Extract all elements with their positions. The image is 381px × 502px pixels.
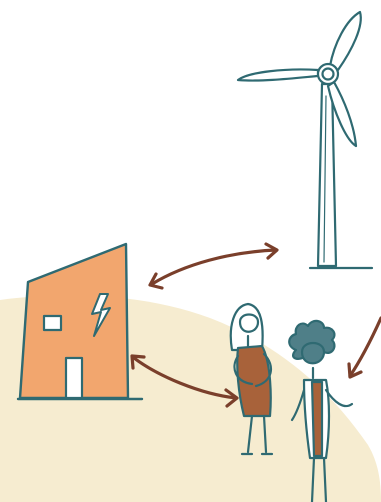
power-building-icon: [18, 244, 142, 399]
wind-turbine-icon: [238, 12, 372, 268]
arrow-building-turbine: [150, 244, 277, 288]
arrow-turbine-people: [349, 318, 381, 377]
